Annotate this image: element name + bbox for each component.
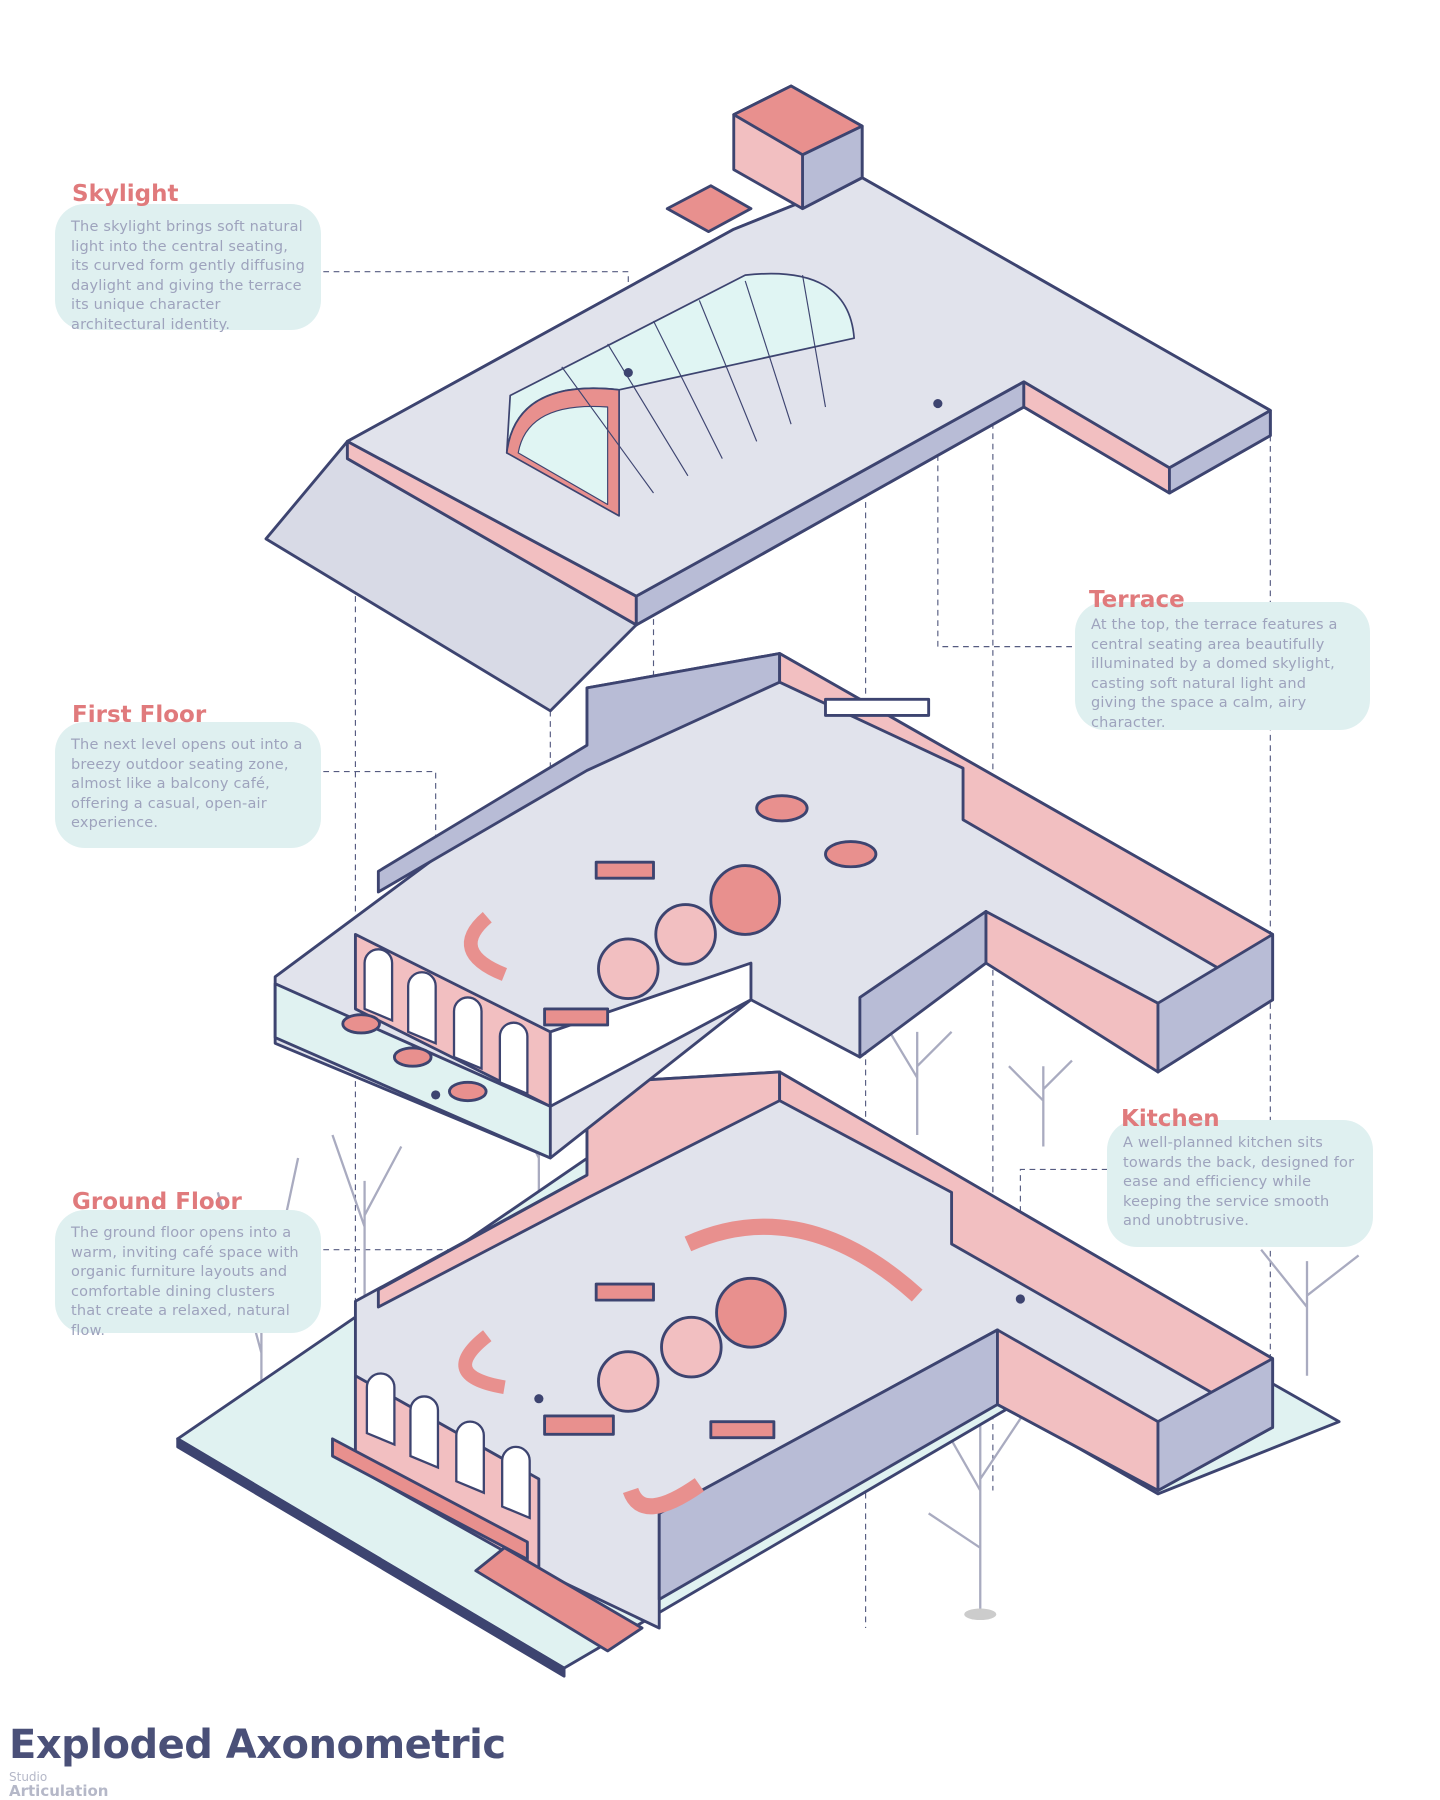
studio-logo: Studio Articulation xyxy=(9,1770,109,1800)
first-floor-callout: The next level opens out into a breezy o… xyxy=(55,722,321,848)
kitchen-text: A well-planned kitchen sits towards the … xyxy=(1123,1135,1355,1229)
studio-logo-line1: Studio xyxy=(9,1770,48,1784)
callout-markers xyxy=(431,368,1025,1404)
terrace-callout: At the top, the terrace features a centr… xyxy=(1075,602,1370,731)
kitchen-callout: A well-planned kitchen sits towards the … xyxy=(1107,1120,1373,1247)
ground-floor-windows xyxy=(365,1372,531,1520)
terrace-title: Terrace xyxy=(1089,587,1185,613)
first-floor-title: First Floor xyxy=(72,702,207,728)
first-floor-text: The next level opens out into a breezy o… xyxy=(71,737,303,831)
ground-floor-callout: The ground floor opens into a warm, invi… xyxy=(55,1210,321,1339)
drawing-title: Exploded Axonometric xyxy=(9,1722,506,1768)
skylight-text: The skylight brings soft natural light i… xyxy=(71,219,305,333)
ground-floor-text: The ground floor opens into a warm, invi… xyxy=(71,1225,299,1339)
skylight-callout: The skylight brings soft natural light i… xyxy=(55,204,321,333)
first-floor-windows xyxy=(363,948,529,1096)
tree-shadow xyxy=(964,1608,997,1620)
ground-floor xyxy=(176,1070,1341,1678)
kitchen-title: Kitchen xyxy=(1121,1106,1220,1132)
terrace-text: At the top, the terrace features a centr… xyxy=(1091,617,1338,731)
ground-floor-title: Ground Floor xyxy=(72,1189,242,1215)
skylight-title: Skylight xyxy=(72,181,179,207)
studio-logo-line2: Articulation xyxy=(9,1782,109,1800)
roof-terrace xyxy=(264,84,1272,713)
